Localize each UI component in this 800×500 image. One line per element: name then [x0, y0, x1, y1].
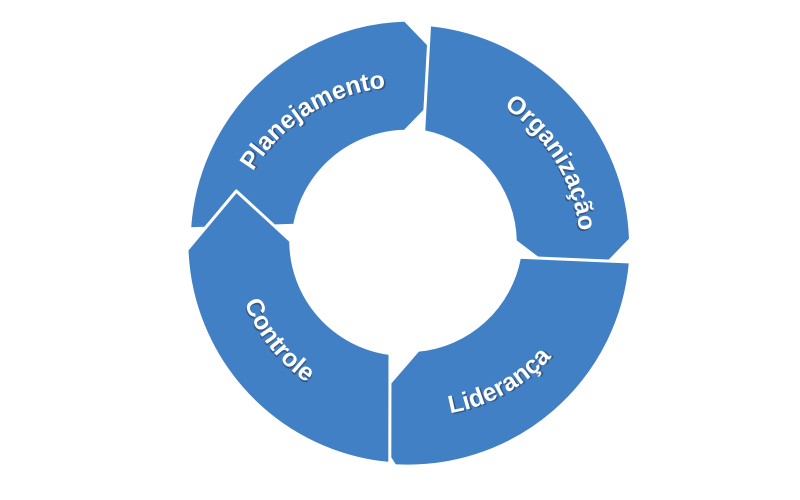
cycle-ring — [185, 18, 632, 468]
segment-controle — [185, 189, 392, 465]
segment-organizacao — [422, 23, 632, 293]
segment-lideranca — [360, 255, 632, 468]
segment-planejamento — [188, 18, 461, 231]
